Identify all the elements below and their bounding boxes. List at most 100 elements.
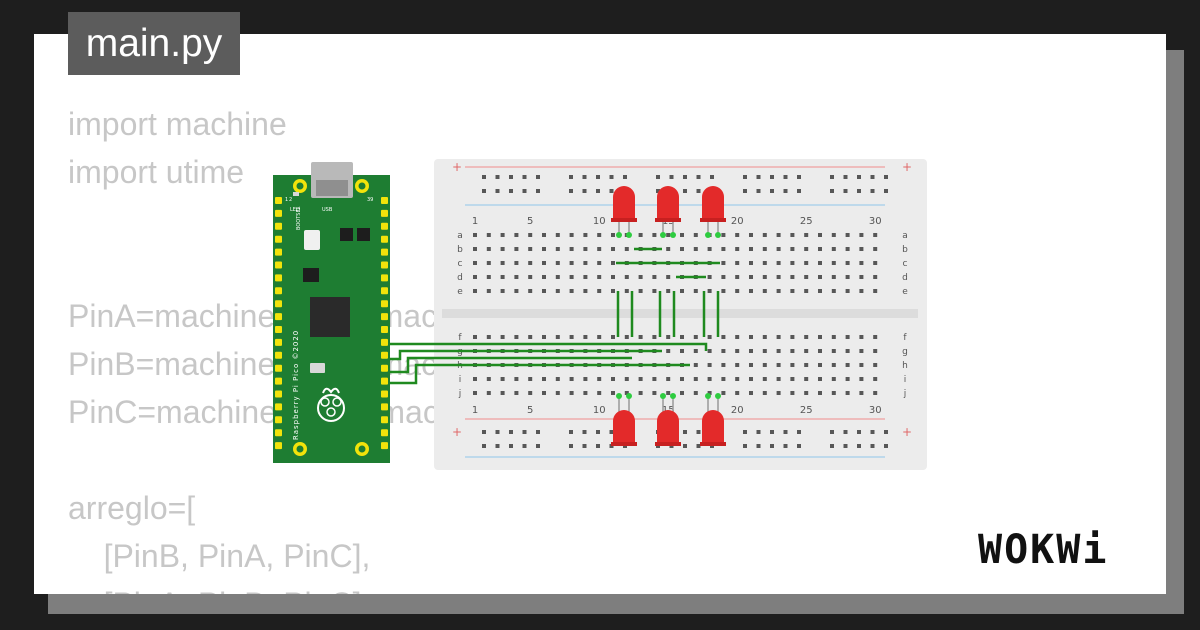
row-label: e <box>457 287 463 297</box>
rp2040-chip <box>310 297 350 337</box>
row-label: d <box>902 273 908 283</box>
wire[interactable] <box>384 356 632 374</box>
pin-pad[interactable] <box>275 416 282 424</box>
row-label: b <box>902 245 908 255</box>
pin-pad[interactable] <box>275 442 282 450</box>
column-number: 30 <box>869 216 882 227</box>
column-number: 10 <box>593 405 606 416</box>
row-label: i <box>459 375 462 385</box>
pin-pad[interactable] <box>381 287 388 295</box>
pin-pad[interactable] <box>275 429 282 437</box>
pin-pad[interactable] <box>275 222 282 230</box>
row-label: h <box>902 361 908 371</box>
pin39-label: 39 <box>367 197 373 203</box>
bootsel-button[interactable] <box>304 230 320 250</box>
led-label: LED <box>290 207 300 213</box>
pin-pad[interactable] <box>275 364 282 372</box>
pin-pad[interactable] <box>381 429 388 437</box>
column-number: 5 <box>527 216 533 227</box>
led[interactable] <box>700 393 726 446</box>
pin-pad[interactable] <box>275 209 282 217</box>
row-label: d <box>457 273 463 283</box>
row-label: b <box>457 245 463 255</box>
pin-pad[interactable] <box>381 338 388 346</box>
row-label: i <box>904 375 907 385</box>
rail-plus-label: + <box>452 425 462 439</box>
pin-pad[interactable] <box>381 274 388 282</box>
file-tab[interactable]: main.py <box>68 12 240 75</box>
pin-pad[interactable] <box>381 442 388 450</box>
column-number: 10 <box>593 216 606 227</box>
led[interactable] <box>655 393 681 446</box>
pin-pad[interactable] <box>275 235 282 243</box>
code-line: import machine <box>68 106 287 142</box>
pin-pad[interactable] <box>275 351 282 359</box>
breadboard: 115510101515202025253030aabbccddeeffgghh… <box>434 159 927 470</box>
pin-pad[interactable] <box>275 197 282 204</box>
column-number: 5 <box>527 405 533 416</box>
pin-pad[interactable] <box>275 313 282 321</box>
led[interactable] <box>611 393 637 446</box>
led-group <box>611 186 726 446</box>
row-label: c <box>903 259 908 269</box>
rail-plus-label: + <box>452 160 462 174</box>
row-label: j <box>903 389 907 399</box>
usb-label: USB <box>322 207 333 213</box>
column-number: 1 <box>472 216 478 227</box>
pin-pad[interactable] <box>381 209 388 217</box>
column-number: 1 <box>472 405 478 416</box>
pin-pad[interactable] <box>381 222 388 230</box>
code-line: [PinA, PinB, PinC], <box>68 580 768 594</box>
code-line: import utime <box>68 154 245 190</box>
pin-pad[interactable] <box>381 390 388 398</box>
pin-pad[interactable] <box>275 287 282 295</box>
pin2-label: 2 <box>289 197 292 203</box>
pin-pad[interactable] <box>275 248 282 256</box>
column-number: 25 <box>800 216 813 227</box>
pin-pad[interactable] <box>275 326 282 333</box>
row-label: f <box>903 333 907 343</box>
column-number: 25 <box>800 405 813 416</box>
pin-pad[interactable] <box>381 416 388 424</box>
pin-pad[interactable] <box>381 351 388 359</box>
board-silkscreen: Raspberry Pi Pico ©2020 <box>292 330 300 440</box>
pin-pad[interactable] <box>381 197 388 204</box>
led[interactable] <box>700 186 726 238</box>
pin-pad[interactable] <box>381 300 388 308</box>
column-number: 20 <box>731 405 744 416</box>
wokwi-logo: WOKWi <box>978 527 1109 573</box>
pico-pins <box>275 197 388 450</box>
rail-plus-label: + <box>902 160 912 174</box>
pin-pad[interactable] <box>275 403 282 411</box>
row-label: a <box>902 231 908 241</box>
pin-pad[interactable] <box>381 261 388 269</box>
led[interactable] <box>611 186 637 238</box>
pin-pad[interactable] <box>381 364 388 372</box>
bootsel-label: BOOTSEL <box>296 206 302 230</box>
led[interactable] <box>655 186 681 238</box>
row-label: e <box>902 287 908 297</box>
pin-pad[interactable] <box>381 326 388 333</box>
wire[interactable] <box>384 349 662 361</box>
pin-pad[interactable] <box>275 274 282 282</box>
pin-pad[interactable] <box>381 377 388 385</box>
wire[interactable] <box>384 342 708 351</box>
pin-pad[interactable] <box>275 390 282 398</box>
pin-pad[interactable] <box>381 403 388 411</box>
row-label: c <box>458 259 463 269</box>
pin-pad[interactable] <box>275 261 282 269</box>
row-label: j <box>458 389 462 399</box>
raspberry-pi-pico[interactable]: USB LED 1 2 39 BOOTSEL Raspberry Pi Pico… <box>273 162 390 463</box>
pin-pad[interactable] <box>275 377 282 385</box>
led-indicator <box>293 192 299 196</box>
pin-pad[interactable] <box>275 338 282 346</box>
column-number: 30 <box>869 405 882 416</box>
pin-pad[interactable] <box>381 313 388 321</box>
pin1-label: 1 <box>285 197 288 203</box>
pin-pad[interactable] <box>381 248 388 256</box>
pin-pad[interactable] <box>275 300 282 308</box>
wire[interactable] <box>384 363 690 385</box>
pin-pad[interactable] <box>381 235 388 243</box>
code-line: [PinB, PinA, PinC], <box>68 538 371 574</box>
